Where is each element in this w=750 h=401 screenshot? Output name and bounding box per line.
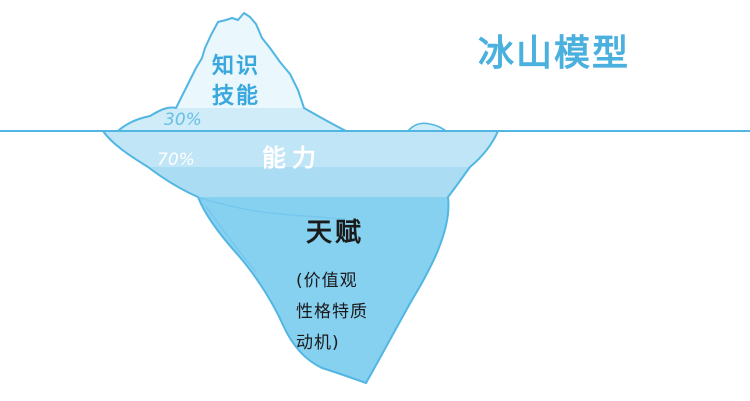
above-water-percent: 30% bbox=[164, 110, 202, 130]
underwater-top-band bbox=[103, 131, 498, 167]
skills-label: 技能 bbox=[212, 84, 261, 109]
ability-label: 能力 bbox=[262, 144, 322, 172]
floating-ice-bump bbox=[406, 122, 449, 132]
knowledge-label: 知识 bbox=[212, 54, 261, 79]
ability-region bbox=[148, 167, 470, 197]
talent-detail-motives: 动机) bbox=[296, 333, 340, 353]
ice-crack-line bbox=[199, 197, 346, 220]
talent-detail-traits: 性格特质 bbox=[296, 302, 368, 322]
tip-lower-band bbox=[118, 107, 346, 131]
talent-details: (价值观 性格特质 动机) bbox=[296, 266, 368, 359]
knowledge-skills-label: 知识 技能 bbox=[212, 52, 260, 112]
underwater-outline bbox=[102, 130, 499, 385]
ice-crack-line-2 bbox=[205, 205, 257, 273]
below-water-percent: 70% bbox=[157, 150, 195, 170]
tip-snow-peak bbox=[176, 13, 304, 108]
talent-region bbox=[198, 197, 449, 383]
tip-outline bbox=[117, 12, 347, 132]
talent-detail-values: (价值观 bbox=[296, 271, 358, 291]
talent-label: 天赋 bbox=[306, 218, 365, 248]
diagram-title: 冰山模型 bbox=[478, 33, 631, 74]
